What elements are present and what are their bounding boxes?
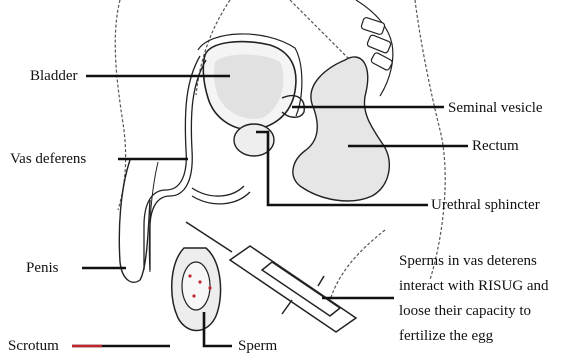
note-line: fertilize the egg xyxy=(399,324,549,349)
body-outline xyxy=(115,0,445,300)
note-line: Sperms in vas deterens xyxy=(399,249,549,274)
label-bladder: Bladder xyxy=(30,67,77,85)
label-sperm: Sperm xyxy=(238,337,277,355)
note-line: interact with RISUG and xyxy=(399,274,549,299)
label-urethral-sphincter: Urethral sphincter xyxy=(431,196,540,214)
label-rectum: Rectum xyxy=(472,137,519,155)
label-penis: Penis xyxy=(26,259,59,277)
rectum-shape xyxy=(293,0,393,201)
label-scrotum: Scrotum xyxy=(8,337,59,355)
scrotum-shape xyxy=(172,248,221,331)
risug-note: Sperms in vas deterens interact with RIS… xyxy=(399,249,549,349)
label-seminal-vesicle: Seminal vesicle xyxy=(448,99,543,117)
note-line: loose their capacity to xyxy=(399,299,549,324)
label-vas-deferens: Vas deferens xyxy=(10,150,86,168)
penis-shape xyxy=(119,160,158,282)
